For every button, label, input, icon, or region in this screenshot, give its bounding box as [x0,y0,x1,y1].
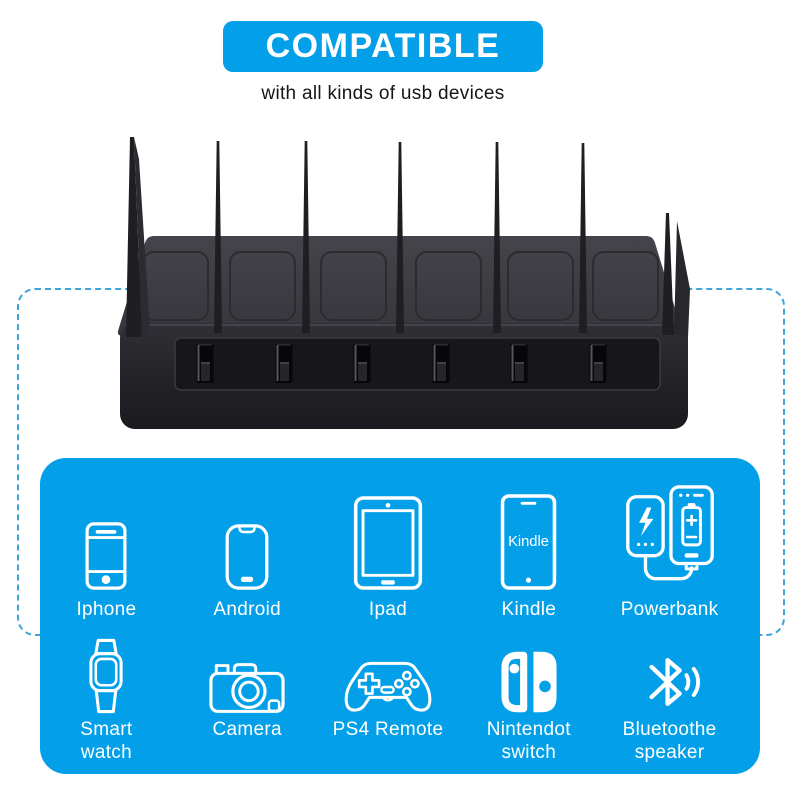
iphone-icon [85,522,127,590]
device-iphone: Iphone [36,478,177,621]
divider-fins [126,137,690,337]
device-label: Powerbank [620,599,719,620]
device-label: PS4 Remote [332,719,444,740]
device-smart-watch: Smart watch [36,638,177,764]
kindle-icon-text: Kindle [508,534,549,550]
device-label: Kindle [501,599,557,620]
powerbank-icon [625,485,714,581]
device-nintendo-switch: Nintendot switch [458,638,599,764]
ipad-icon [353,496,423,590]
device-kindle: Kindle Kindle [458,478,599,621]
device-label: Iphone [76,599,137,620]
camera-icon [209,663,285,713]
device-ps4-remote: PS4 Remote [318,638,459,764]
smartwatch-icon [89,638,124,714]
device-label: Bluetoothe speaker [622,719,717,763]
banner-subtitle: with all kinds of usb devices [261,83,505,104]
kindle-icon: Kindle [501,494,557,590]
device-label: Smart watch [80,719,133,763]
bluetooth-icon [649,658,700,706]
device-bluetooth-speaker: Bluetoothe speaker [599,638,740,764]
banner-title: COMPATIBLE [265,27,501,65]
android-icon [225,524,269,590]
device-row-2: Smart watch Camera PS4 Remote [36,638,740,764]
compatible-banner: COMPATIBLE [223,21,543,72]
device-android: Android [177,478,318,621]
usb-ports [196,343,607,383]
device-label: Android [213,599,281,620]
gamepad-icon [344,661,432,712]
device-camera: Camera [177,638,318,764]
device-label: Nintendot switch [486,719,571,763]
switch-icon [501,651,557,713]
device-powerbank: Powerbank [599,478,740,621]
product-image [117,137,690,429]
device-label: Ipad [368,599,408,620]
usb-port-strip [174,337,661,391]
device-ipad: Ipad [318,478,459,621]
device-label: Camera [212,719,282,740]
device-row-1: Iphone Android Ipad Kindle Kindle [36,478,740,621]
